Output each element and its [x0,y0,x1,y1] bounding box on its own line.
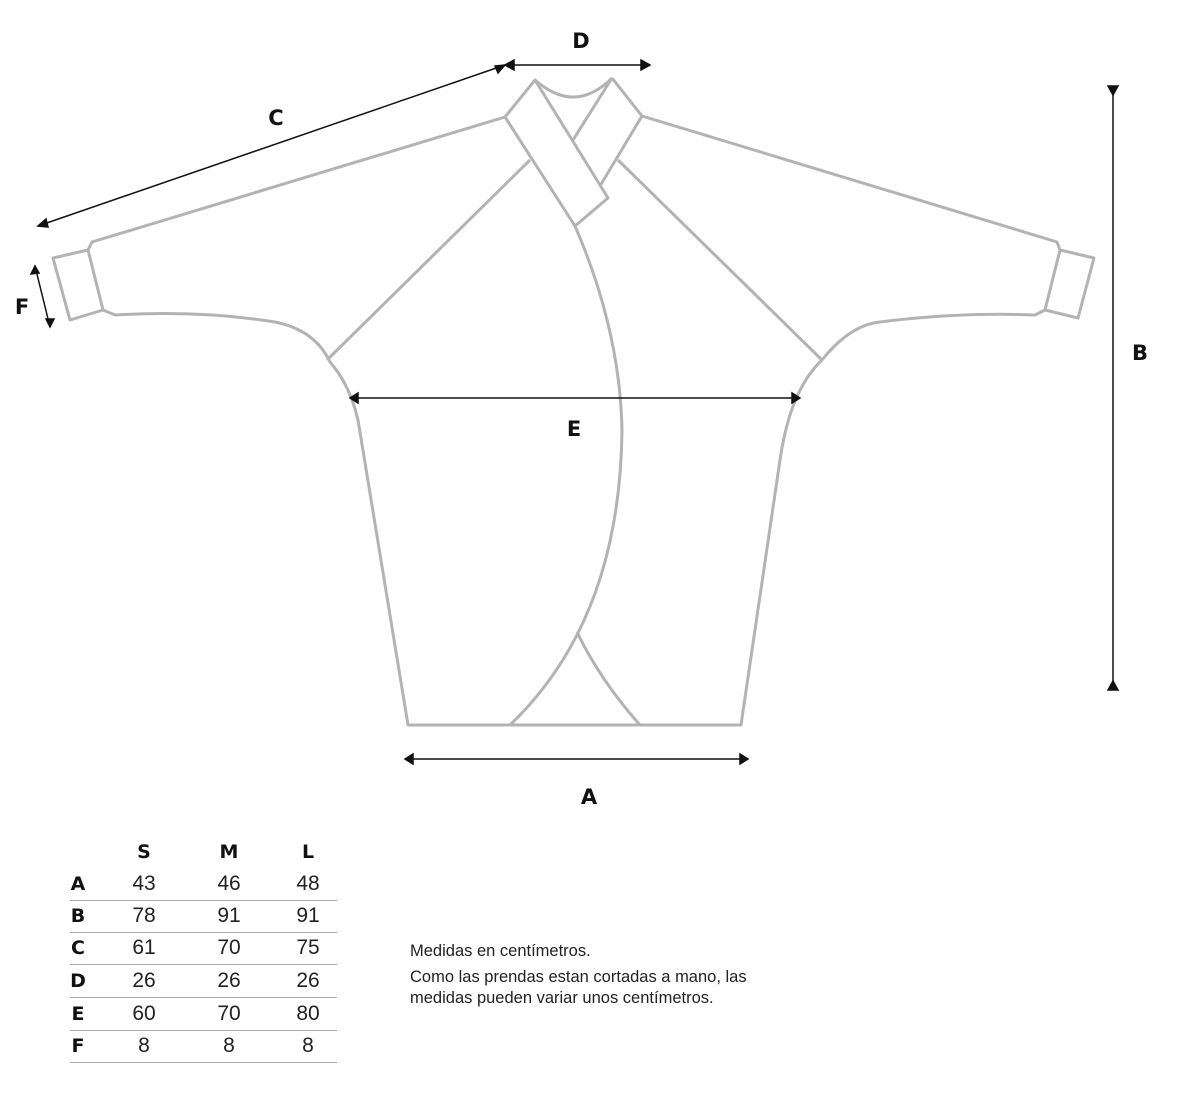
row-divider [70,1030,337,1031]
disclaimer-note: Como las prendas estan cortadas a mano, … [410,968,747,1007]
row-label: F [71,1035,85,1057]
units-note: Medidas en centímetros. [410,942,591,960]
row-divider [70,900,337,901]
garment-outline [51,76,1096,727]
column-header-m: M [219,841,239,863]
row-divider [70,964,337,965]
table-cell: 80 [296,1002,320,1025]
row-divider [70,932,337,933]
table-cell: 70 [217,1002,241,1025]
dimension-line-c [37,64,506,227]
table-cell: 8 [223,1034,235,1057]
row-label: E [71,1003,85,1025]
table-cell: 46 [217,872,241,895]
row-label: A [70,873,86,895]
dimension-line-f [34,265,51,328]
row-label: C [71,937,85,959]
row-label: D [70,970,86,992]
table-cell: 26 [296,969,320,992]
table-cell: 75 [296,936,320,959]
row-divider [70,1062,337,1063]
dimension-label-d: D [572,29,590,53]
table-cell: 61 [132,936,156,959]
table-cell: 48 [296,872,320,895]
dimension-label-b: B [1131,341,1149,365]
table-cell: 78 [132,904,156,927]
column-header-l: L [301,841,315,863]
dimension-label-a: A [580,785,598,809]
column-header-s: S [137,841,151,863]
dimension-label-e: E [566,417,582,441]
table-cell: 26 [132,969,156,992]
table-cell: 43 [132,872,156,895]
table-cell: 8 [302,1034,314,1057]
dimension-lines [29,58,1120,766]
table-cell: 70 [217,936,241,959]
row-label: B [70,905,86,927]
table-cell: 26 [217,969,241,992]
row-divider [70,997,337,998]
dimension-label-f: F [14,295,30,319]
dimension-label-c: C [268,106,284,130]
table-cell: 8 [138,1034,150,1057]
table-cell: 91 [296,904,320,927]
table-cell: 60 [132,1002,156,1025]
table-cell: 91 [217,904,241,927]
